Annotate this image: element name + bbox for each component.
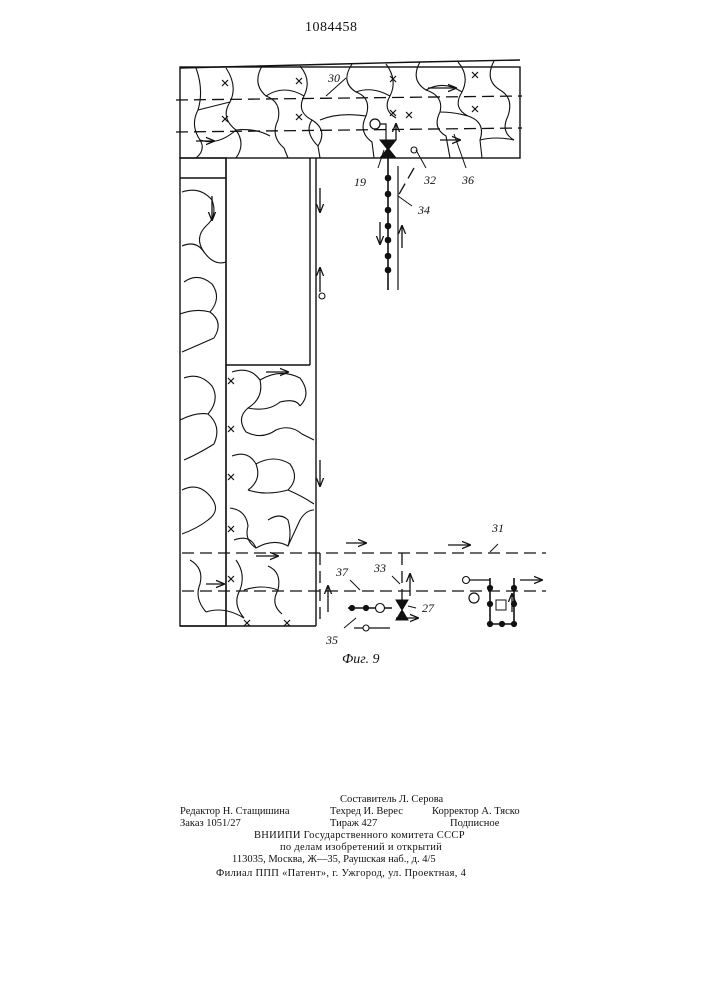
org-line-2: по делам изобретений и открытий [280, 842, 442, 854]
subscription-line: Подписное [450, 818, 499, 830]
left-rock-column [180, 158, 226, 626]
conveyor-upper [319, 119, 417, 299]
lower-dashed-lines [182, 168, 546, 620]
address-line: 113035, Москва, Ж—35, Раушская наб., д. … [232, 854, 436, 866]
editor-line: Редактор Н. Стащишина [180, 806, 290, 818]
caved-rock-block [230, 370, 314, 548]
label-27: 27 [422, 601, 435, 615]
label-35: 35 [325, 633, 338, 647]
leader-lines [326, 78, 498, 628]
label-36: 36 [461, 173, 474, 187]
label-34: 34 [417, 203, 430, 217]
techred-line: Техред И. Верес [330, 806, 403, 818]
upper-dashed-lines [176, 96, 522, 132]
label-31: 31 [491, 521, 504, 535]
label-37: 37 [335, 565, 349, 579]
org-line-1: ВНИИПИ Государственного комитета СССР [254, 830, 465, 842]
label-30: 30 [327, 71, 340, 85]
label-33: 33 [373, 561, 386, 575]
label-19: 19 [354, 175, 366, 189]
label-32: 32 [423, 173, 436, 187]
lower-rock-strip [180, 560, 316, 626]
compiler-line: Составитель Л. Серова [340, 794, 443, 806]
corrector-line: Корректор А. Тяско [432, 806, 520, 818]
upper-rock-strip [180, 60, 520, 158]
order-line: Заказ 1051/27 [180, 818, 241, 830]
figure-9-drawing: 30 19 32 36 34 31 37 33 27 35 [0, 0, 707, 700]
figure-caption: Фиг. 9 [342, 652, 380, 668]
run-line: Тираж 427 [330, 818, 377, 830]
branch-line: Филиал ППП «Патент», г. Ужгород, ул. Про… [216, 868, 466, 880]
